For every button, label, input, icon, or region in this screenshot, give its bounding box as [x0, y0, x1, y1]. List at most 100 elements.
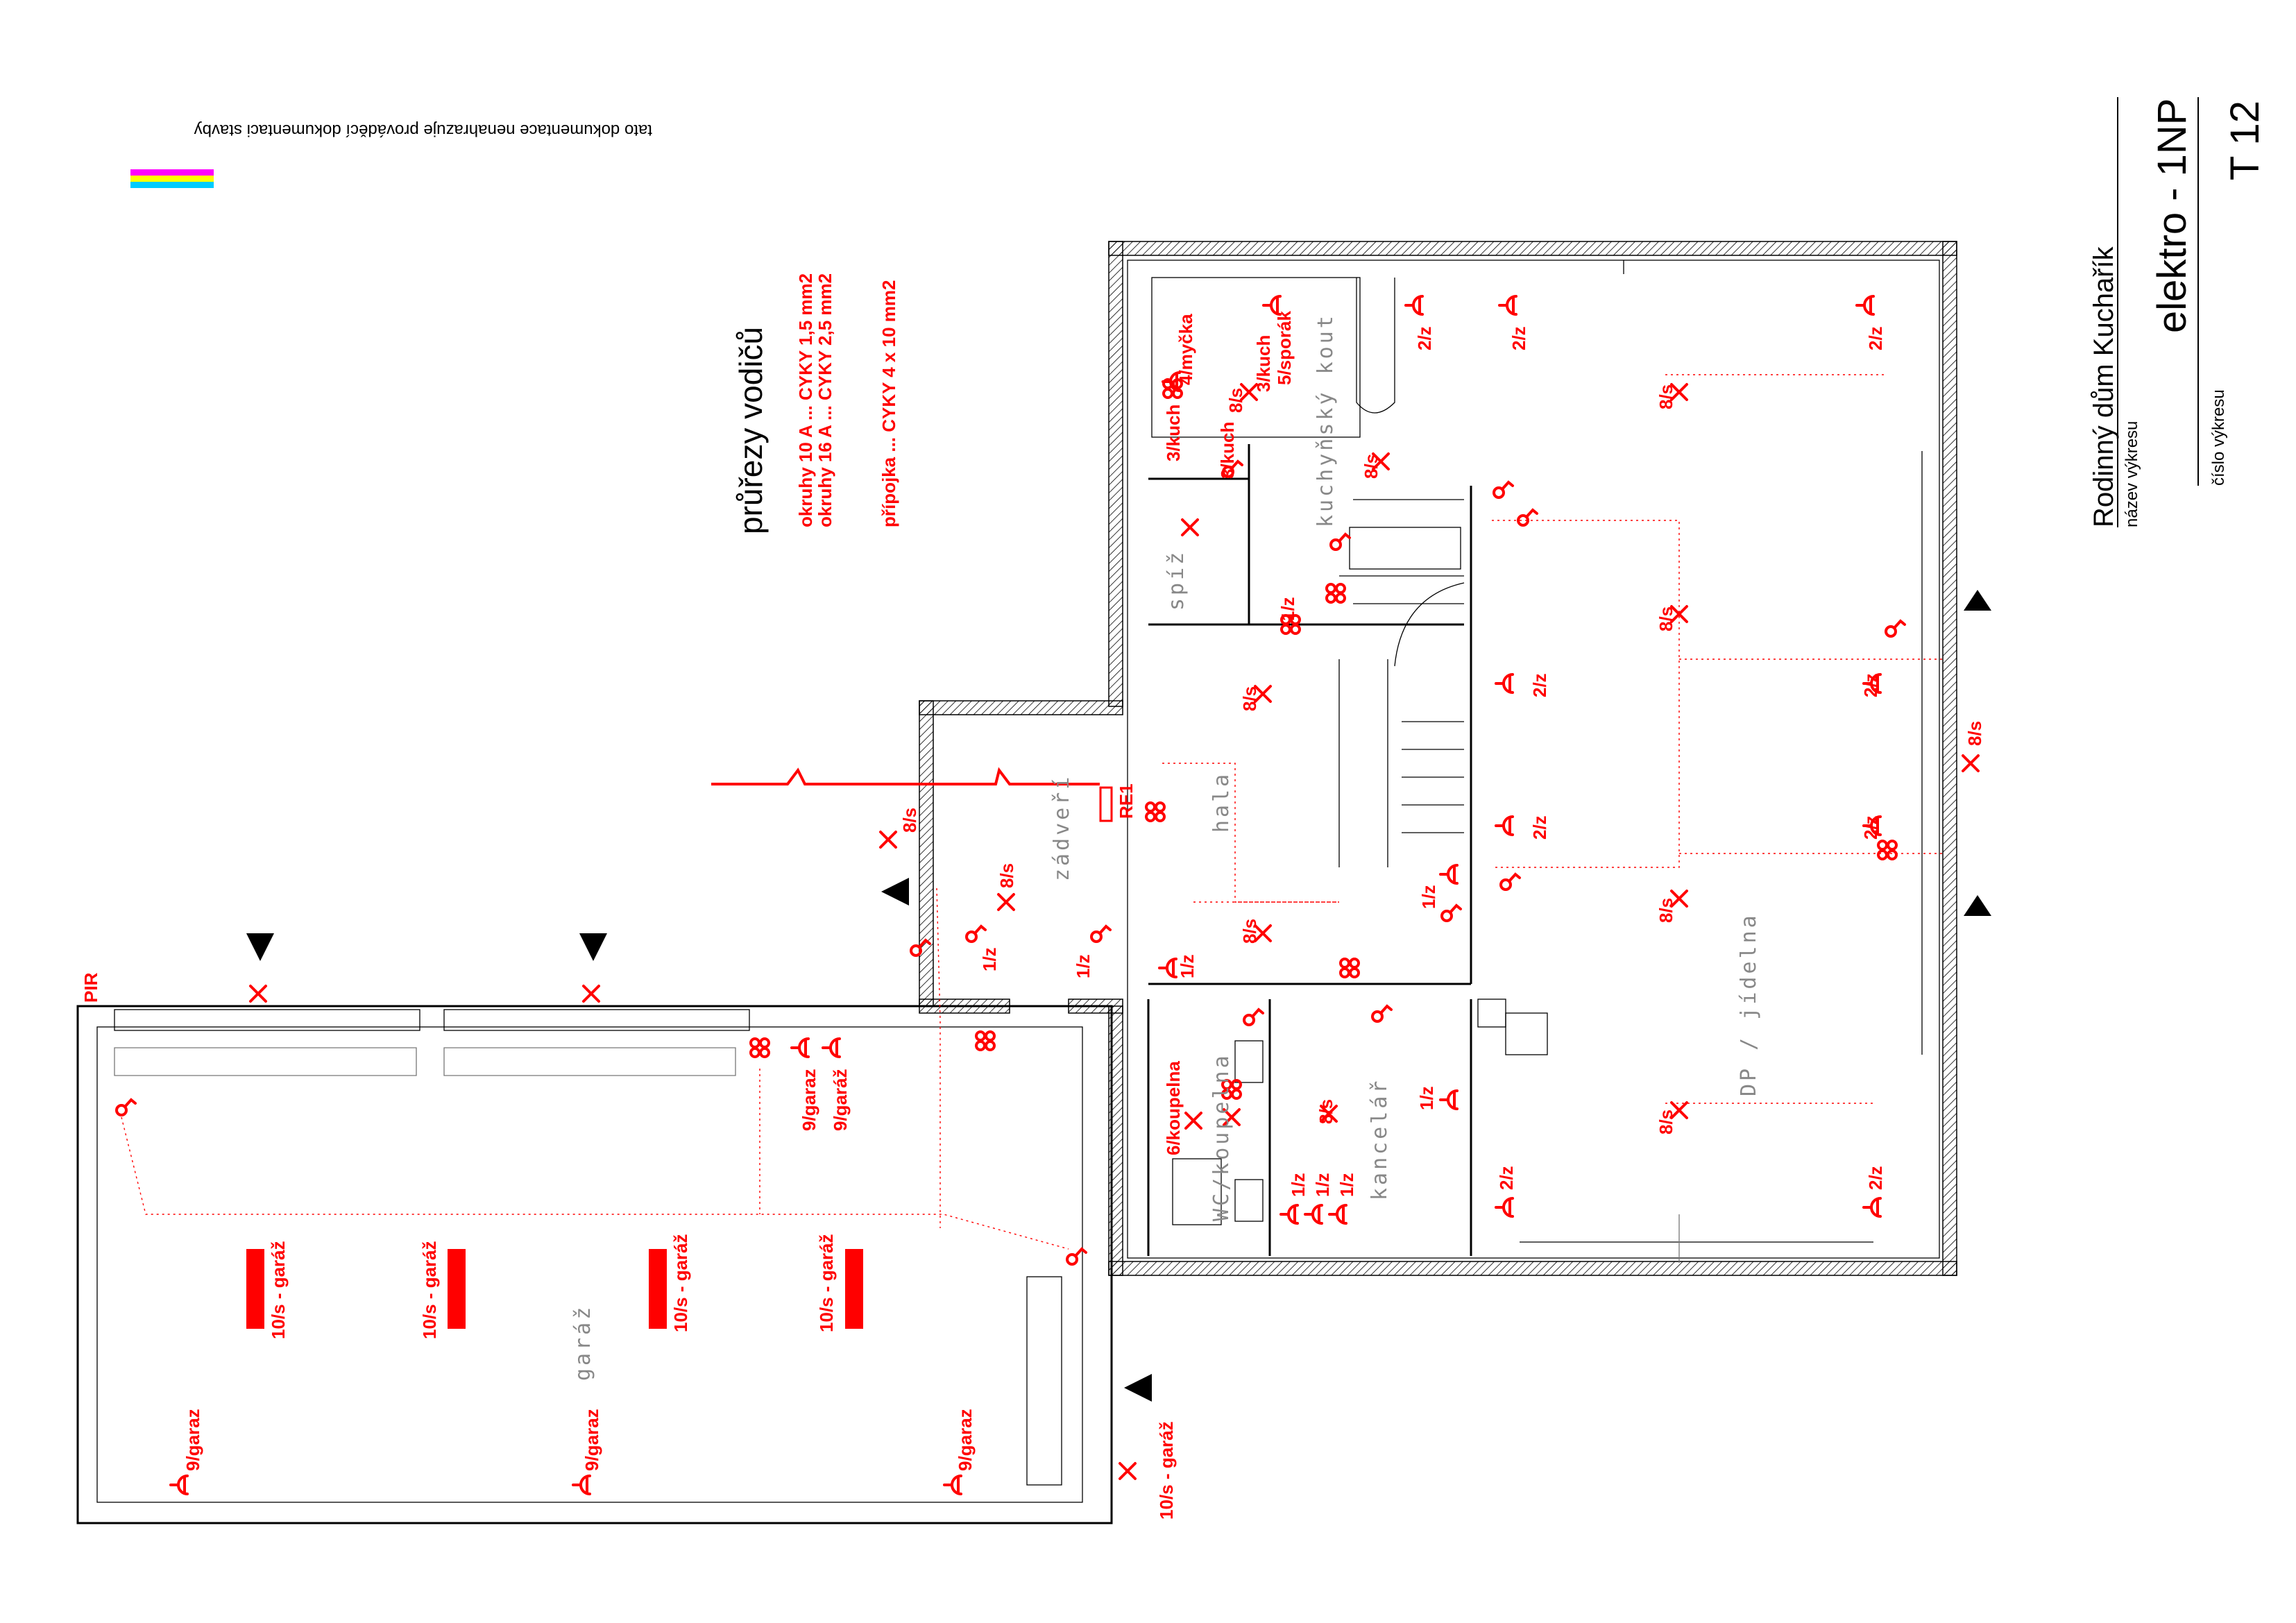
garage-outer [76, 1005, 1113, 1524]
switch-6 [1440, 904, 1462, 922]
garage-dotted [121, 1069, 1069, 1250]
socket-garage-1 [169, 1475, 189, 1495]
socket-8 [1495, 1197, 1514, 1218]
legend-line-3: přípojka ... CYKY 4 x 10 mm2 [878, 280, 899, 527]
lbl-4mycka: 4/myčka [1175, 314, 1196, 385]
garage-light-label-1: 10/s - garáž [268, 1241, 289, 1339]
garage-light-4 [845, 1249, 863, 1329]
circuit-labels: 2/z 2/z 2/z 2/z 2/z 2/z 2/z 2/z 2/z 8/s … [80, 311, 1985, 1520]
wall-east [1942, 241, 1957, 1276]
socket-garage-3 [943, 1475, 962, 1495]
light-spiz [1181, 518, 1199, 536]
dsocket-3 [1145, 801, 1166, 822]
garage-side-door [1026, 1276, 1062, 1486]
wall-west-upper [1108, 241, 1123, 707]
room-dp-jidelna: DP / jídelna [1737, 912, 1761, 1096]
lbl-8s-6: 8/s [1225, 388, 1246, 413]
sink-fixture [1234, 1040, 1264, 1083]
lbl-9garaz-4: 9/garaz [581, 1409, 602, 1471]
disclaimer-text: tato dokumentace nenahrazuje prováděcí d… [194, 121, 652, 139]
dsocket-7 [1877, 840, 1898, 860]
lbl-8s-4: 8/s [1656, 1110, 1676, 1135]
socket-13 [1439, 864, 1459, 885]
drawing-number: T 12 [2222, 101, 2268, 180]
garage-light-label-3: 10/s - garáž [670, 1234, 691, 1332]
dsocket-6 [749, 1037, 770, 1058]
socket-9 [1862, 1197, 1882, 1218]
wall-south [1108, 1261, 1957, 1276]
lbl-1z-1: 1/z [1277, 597, 1298, 621]
color-bar-yellow [130, 176, 214, 182]
re1-label: RE1 [1116, 783, 1137, 819]
room-koupelna: WC/koupelna [1209, 1053, 1234, 1221]
supply-line: RE1 [711, 767, 1137, 822]
marker-garage-1 [246, 933, 274, 961]
garage-door-2 [443, 1009, 750, 1031]
lbl-2z-3: 2/z [1865, 326, 1886, 350]
garage-lights: 10/s - garáž 10/s - garáž 10/s - garáž 1… [246, 1234, 863, 1339]
legend-line-2: okruhy 16 A ... CYKY 2,5 mm2 [815, 273, 835, 527]
switch-5 [1499, 873, 1521, 891]
house-inner-outline [1127, 260, 1940, 1259]
socket-15 [1279, 1204, 1299, 1225]
lbl-1z-2: 1/z [1418, 885, 1439, 909]
lbl-3kuch-1: 3/kuch [1217, 422, 1238, 479]
marker-side [1124, 1374, 1152, 1402]
socket-garage-4 [790, 1037, 810, 1058]
garage-light-2 [448, 1249, 466, 1329]
switch-1 [1517, 509, 1538, 527]
garage-light-label-2: 10/s - garáž [419, 1241, 440, 1339]
lbl-8s-9: 8/s [996, 863, 1017, 888]
kitchen-shelf [1349, 527, 1461, 570]
switch-7 [1371, 1005, 1393, 1023]
lbl-9garaz-1: 9/garaz [799, 1069, 819, 1131]
drawing-name-label: název výkresu [2123, 421, 2141, 527]
legend-line-1: okruhy 10 A ... CYKY 1,5 mm2 [795, 273, 816, 527]
lbl-8s-10: 8/s [899, 808, 920, 833]
socket-garage-5 [822, 1037, 841, 1058]
house-walls [919, 241, 1957, 1276]
color-bar-cyan [130, 182, 214, 188]
zadveri-dotted [936, 887, 941, 1228]
garage-inner [96, 1026, 1083, 1503]
garage-light-label-4: 10/s - garáž [816, 1234, 837, 1332]
lbl-9garaz-5: 9/garaz [955, 1409, 976, 1471]
project-name: Rodinný dům Kuchařík [2089, 246, 2119, 527]
lbl-3kuch-2: 3/kuch [1253, 335, 1274, 392]
lbl-2z-4: 2/z [1529, 673, 1550, 697]
section-markers [246, 590, 1991, 1402]
room-labels: spíž kuchyňský kout hala zádveří DP / jí… [571, 313, 1761, 1381]
garage-light-3 [649, 1249, 667, 1329]
room-kancelar: kancelář [1368, 1078, 1392, 1201]
lbl-2z-5: 2/z [1529, 815, 1550, 840]
socket-garage-2 [572, 1475, 591, 1495]
light-entry-outdoor [879, 831, 897, 849]
shower-fixture [1172, 1158, 1222, 1225]
wc-fixture [1234, 1179, 1264, 1222]
switch-8 [1243, 1008, 1264, 1026]
lbl-8s-8: 8/s [1239, 919, 1260, 944]
lbl-1z-3: 1/z [1177, 954, 1198, 978]
lbl-8s-2: 8/s [1656, 606, 1676, 631]
light-garage-side [1119, 1462, 1137, 1480]
drawing-number-label: číslo výkresu [2209, 389, 2228, 486]
light-garage-out-2 [582, 985, 600, 1003]
room-zadveri: zádveří [1050, 774, 1074, 881]
wall-north [1108, 241, 1957, 256]
garage-door-1 [114, 1009, 420, 1031]
marker-garage-2 [579, 933, 607, 961]
lbl-8s-5: 8/s [1361, 454, 1381, 479]
dsocket-4 [1339, 958, 1360, 978]
lbl-pir: PIR [80, 972, 101, 1003]
lbl-3kuch-3: 3/kuch [1163, 405, 1184, 461]
lbl-1z-4: 1/z [1073, 954, 1094, 978]
socket-5 [1495, 815, 1514, 836]
marker-east-1 [1964, 590, 1991, 611]
room-kuchynsky-kout: kuchyňský kout [1313, 313, 1338, 527]
dp-dotted [1492, 374, 1943, 1104]
lbl-8s-11: 8/s [1316, 1099, 1336, 1124]
room-hala: hala [1209, 772, 1234, 833]
lbl-5sporak: 5/sporák [1274, 311, 1295, 385]
lbl-1z-5: 1/z [979, 947, 1000, 971]
